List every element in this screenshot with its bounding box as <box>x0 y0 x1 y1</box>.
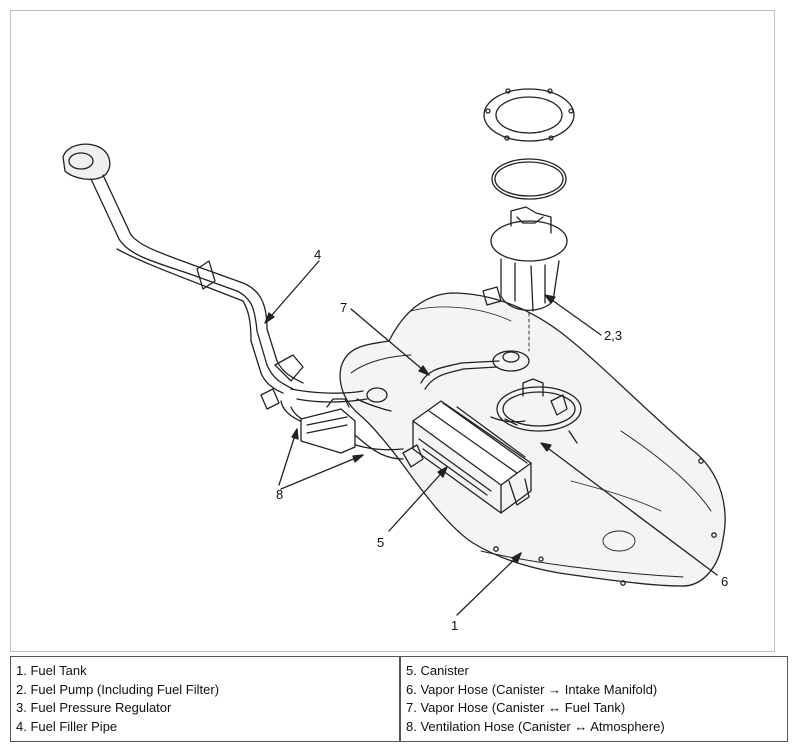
arrowhead-8a <box>291 428 299 440</box>
legend-item: 5. Canister <box>406 663 469 678</box>
fuel-filler-pipe <box>62 143 404 451</box>
legend-item: 4. Fuel Filler Pipe <box>16 718 118 734</box>
fuel-tank <box>339 292 726 587</box>
tank-pump-module <box>492 350 582 444</box>
arrowhead-7 <box>418 365 430 376</box>
hoses <box>260 360 526 460</box>
legend-item: 6. Vapor Hose (Canister → Intake Manifol… <box>406 681 658 697</box>
arrowhead-1 <box>511 552 522 564</box>
callout-5: 5 <box>377 535 385 550</box>
callout-8: 8 <box>276 487 284 502</box>
canister <box>402 400 532 514</box>
legend-table: 1. Fuel Tank 2. Fuel Pump (Including Fue… <box>10 656 788 742</box>
legend-item: 2. Fuel Pump (Including Fuel Filter) <box>16 681 220 697</box>
legend-item: 1. Fuel Tank <box>16 663 87 678</box>
arrowhead-6 <box>540 442 552 452</box>
arrowhead-8b <box>352 454 364 463</box>
diagram-drawing <box>62 88 726 616</box>
arrowhead-4 <box>264 312 275 324</box>
legend-column-left: 1. Fuel Tank 2. Fuel Pump (Including Fue… <box>11 657 399 741</box>
callout-2-3: 2,3 <box>604 328 623 343</box>
callout-7: 7 <box>340 300 348 315</box>
fuel-pump-assembly <box>482 88 575 352</box>
legend-column-right: 5. Canister 6. Vapor Hose (Canister → In… <box>399 657 787 741</box>
arrowhead-5 <box>437 466 448 478</box>
callout-4: 4 <box>314 247 322 262</box>
leader-lines <box>264 260 718 616</box>
callout-1: 1 <box>451 618 459 633</box>
callout-6: 6 <box>721 574 729 589</box>
fuel-system-diagram: 4 7 2,3 8 5 6 1 <box>10 10 775 652</box>
legend-item: 7. Vapor Hose (Canister ↔ Fuel Tank) <box>406 700 626 715</box>
legend-item: 3. Fuel Pressure Regulator <box>16 700 172 715</box>
legend-item: 8. Ventilation Hose (Canister ↔ Atmosphe… <box>406 718 665 734</box>
arrowhead-23 <box>544 294 556 304</box>
